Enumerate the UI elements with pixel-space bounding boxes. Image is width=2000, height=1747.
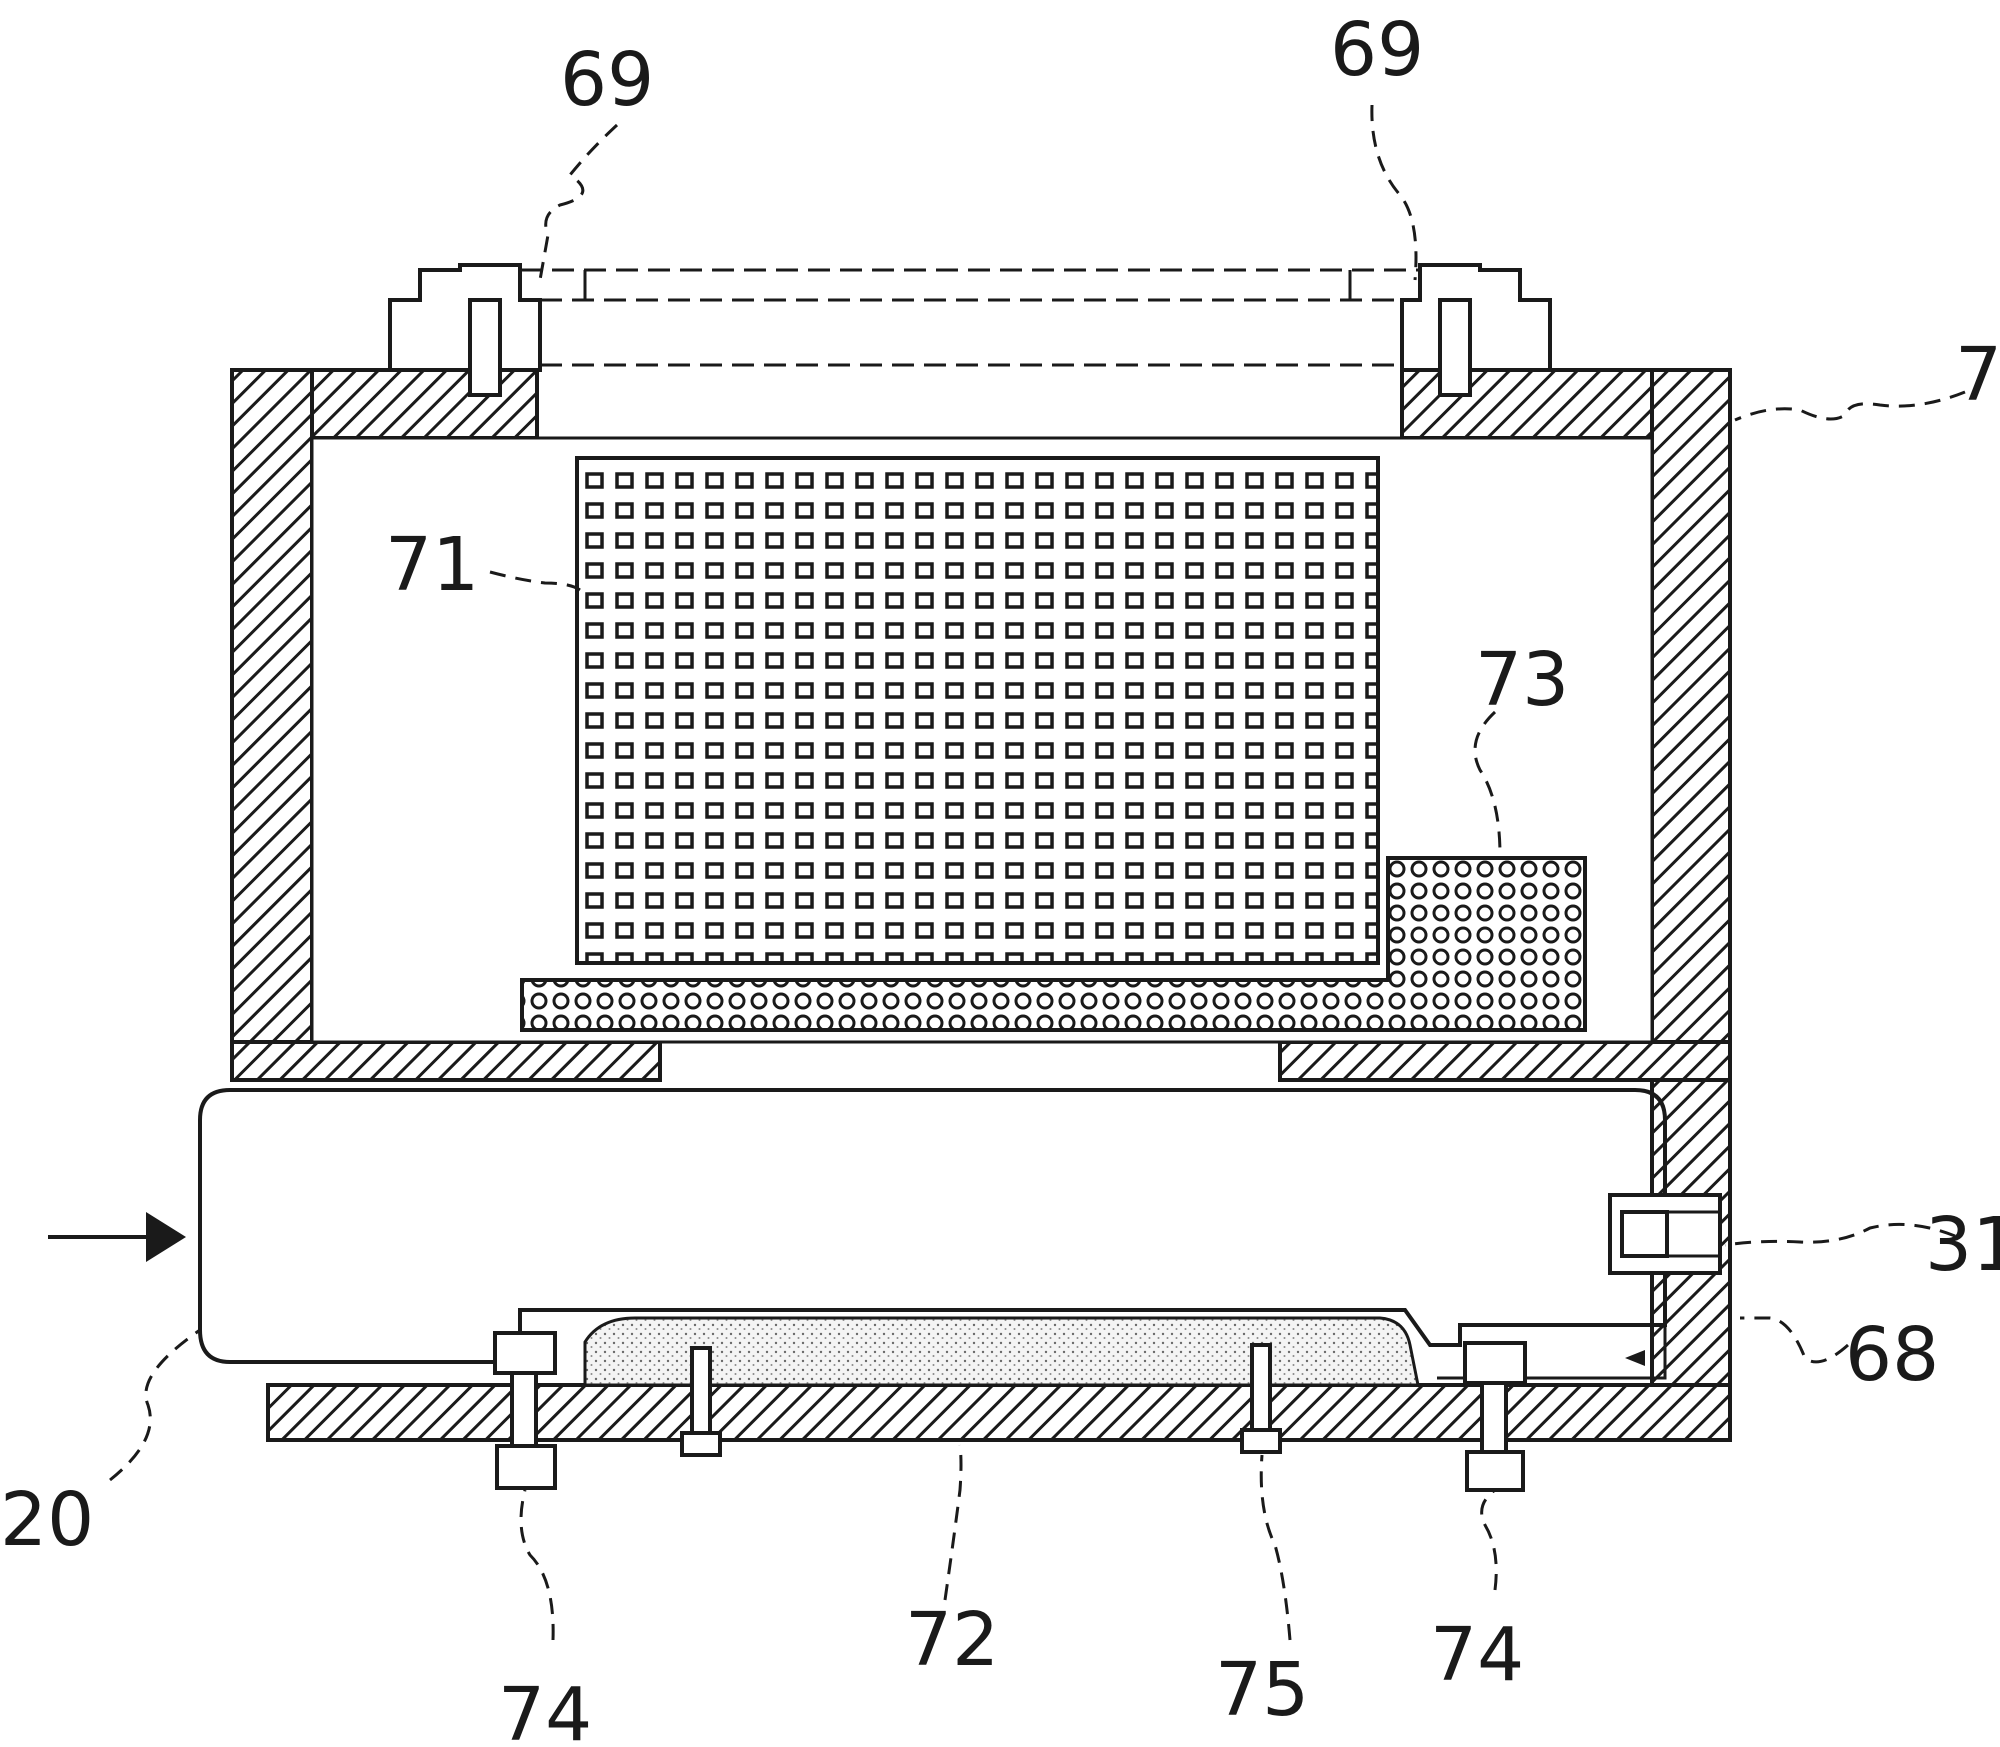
left-clamp-pin bbox=[468, 298, 502, 397]
pin-right bbox=[1240, 1343, 1282, 1454]
right-clamp-pin bbox=[1438, 298, 1472, 397]
leader-72 bbox=[943, 1444, 963, 1601]
pin-right-stem bbox=[1250, 1343, 1272, 1442]
pin-left-stem bbox=[690, 1346, 712, 1445]
leader-69-left bbox=[538, 123, 619, 281]
pin-left-base bbox=[680, 1431, 722, 1457]
label-7: 7 bbox=[1955, 332, 2000, 418]
left-wall bbox=[230, 368, 314, 1082]
foot-right-cap bbox=[1463, 1341, 1527, 1385]
left-clamp bbox=[388, 263, 542, 372]
pin-right-base bbox=[1240, 1428, 1282, 1454]
leader-68 bbox=[1740, 1316, 1849, 1364]
label-71: 71 bbox=[385, 522, 479, 608]
leader-20 bbox=[109, 1328, 201, 1482]
foot-left bbox=[493, 1331, 557, 1490]
leader-74-right bbox=[1480, 1488, 1498, 1591]
label-72: 72 bbox=[905, 1597, 999, 1683]
label-20: 20 bbox=[0, 1477, 94, 1563]
foot-right-stem bbox=[1480, 1381, 1508, 1465]
leader-74-left bbox=[519, 1489, 555, 1641]
port-plug bbox=[1620, 1210, 1669, 1258]
foot-left-cap bbox=[493, 1331, 557, 1375]
foot-right bbox=[1463, 1341, 1527, 1492]
leader-69-right bbox=[1370, 104, 1418, 281]
speckled-layer bbox=[583, 1316, 1420, 1387]
leader-lines bbox=[109, 104, 1966, 1641]
label-74-left: 74 bbox=[498, 1672, 592, 1747]
pin-left bbox=[680, 1346, 722, 1457]
label-74-right: 74 bbox=[1430, 1612, 1524, 1698]
label-69-right: 69 bbox=[1330, 7, 1424, 93]
floor-wall-right bbox=[1278, 1040, 1732, 1082]
label-69-left: 69 bbox=[560, 37, 654, 123]
foot-right-base bbox=[1465, 1450, 1525, 1492]
leader-75 bbox=[1259, 1454, 1292, 1641]
floor-wall-left bbox=[230, 1040, 662, 1082]
right-clamp bbox=[1400, 263, 1552, 372]
label-73: 73 bbox=[1475, 637, 1569, 723]
flow-arrow-small bbox=[1625, 1350, 1645, 1366]
foot-left-base bbox=[495, 1444, 557, 1490]
grid-array bbox=[575, 456, 1380, 965]
leader-73 bbox=[1473, 710, 1502, 856]
leader-31 bbox=[1724, 1222, 1956, 1247]
label-68: 68 bbox=[1845, 1312, 1939, 1398]
base-plate-and-block bbox=[520, 856, 1587, 1032]
bottom-plate bbox=[266, 1383, 1732, 1442]
label-31: 31 bbox=[1925, 1202, 2000, 1288]
top-lid-assembly bbox=[388, 263, 1552, 397]
label-75: 75 bbox=[1215, 1647, 1309, 1733]
leader-7 bbox=[1734, 390, 1966, 422]
inlet-arrow-head bbox=[146, 1212, 186, 1262]
leader-71 bbox=[489, 570, 581, 592]
inlet-arrow bbox=[48, 1212, 186, 1262]
